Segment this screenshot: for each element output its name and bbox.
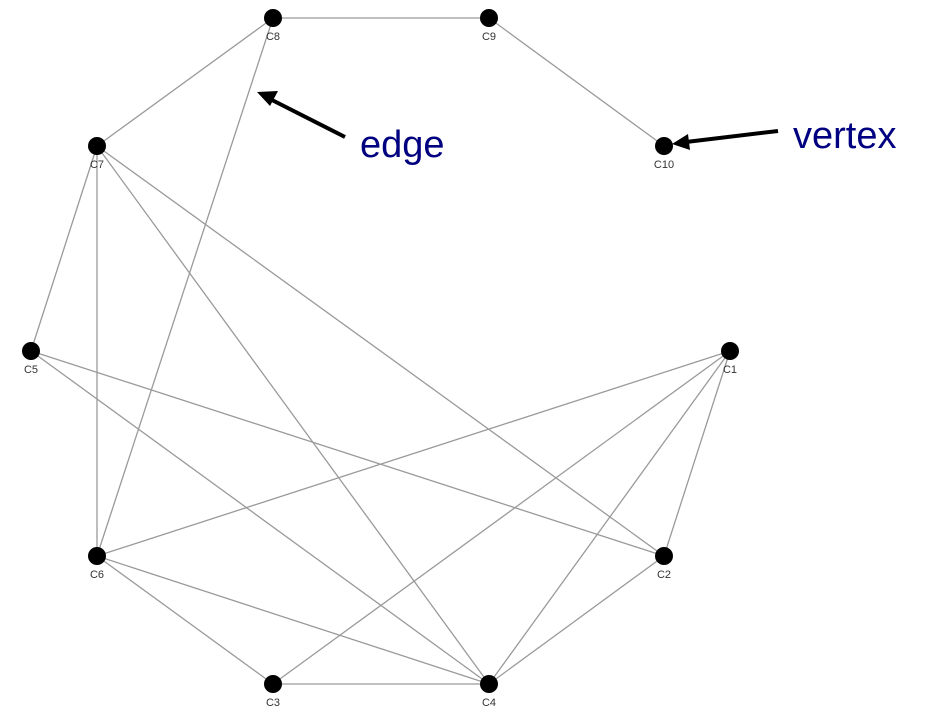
edge-pointer-arrowhead — [257, 91, 278, 106]
vertex-c5 — [22, 342, 40, 360]
edge-c1-c2 — [663, 350, 731, 557]
edge-c7-c2 — [96, 145, 665, 557]
vertex-c4 — [480, 675, 498, 693]
vertex-c9 — [480, 9, 498, 27]
vertex-c1 — [721, 342, 739, 360]
edge-c1-c4 — [488, 350, 731, 685]
edge-annotation-label: edge — [360, 124, 445, 166]
edge-c5-c2 — [30, 350, 665, 557]
vertex-label-c5: C5 — [24, 364, 38, 376]
edge-c5-c4 — [30, 350, 490, 685]
vertex-c8 — [264, 9, 282, 27]
edge-c8-c7 — [96, 17, 274, 147]
vertex-annotation-label: vertex — [793, 115, 896, 157]
edge-pointer-arrow — [271, 98, 346, 139]
vertex-pointer-arrow — [685, 129, 779, 144]
edge-c4-c2 — [488, 555, 665, 685]
edges-group — [30, 17, 731, 685]
edge-c8-c6 — [96, 17, 274, 557]
vertex-c2 — [655, 547, 673, 565]
vertex-label-c2: C2 — [657, 569, 671, 581]
edge-annotation: edge — [257, 91, 445, 166]
vertex-label-c3: C3 — [266, 697, 280, 707]
vertex-c7 — [88, 137, 106, 155]
vertex-label-c10: C10 — [654, 159, 674, 171]
vertex-label-c9: C9 — [482, 31, 496, 43]
vertex-label-c4: C4 — [482, 697, 496, 707]
edge-c7-c4 — [96, 145, 490, 685]
edge-c6-c4 — [96, 555, 490, 685]
edge-c1-c6 — [96, 350, 731, 557]
vertex-label-c1: C1 — [723, 364, 737, 376]
edge-c6-c3 — [96, 555, 274, 685]
edge-c9-c10 — [488, 17, 665, 147]
edge-c7-c5 — [30, 145, 98, 352]
vertex-label-c7: C7 — [90, 159, 104, 171]
edge-c1-c3 — [272, 350, 731, 685]
vertex-label-c8: C8 — [266, 31, 280, 43]
vertex-label-c6: C6 — [90, 569, 104, 581]
vertex-c3 — [264, 675, 282, 693]
vertex-pointer-arrowhead — [672, 134, 690, 150]
vertex-annotation: vertex — [672, 115, 896, 157]
vertex-c10 — [655, 137, 673, 155]
vertex-c6 — [88, 547, 106, 565]
